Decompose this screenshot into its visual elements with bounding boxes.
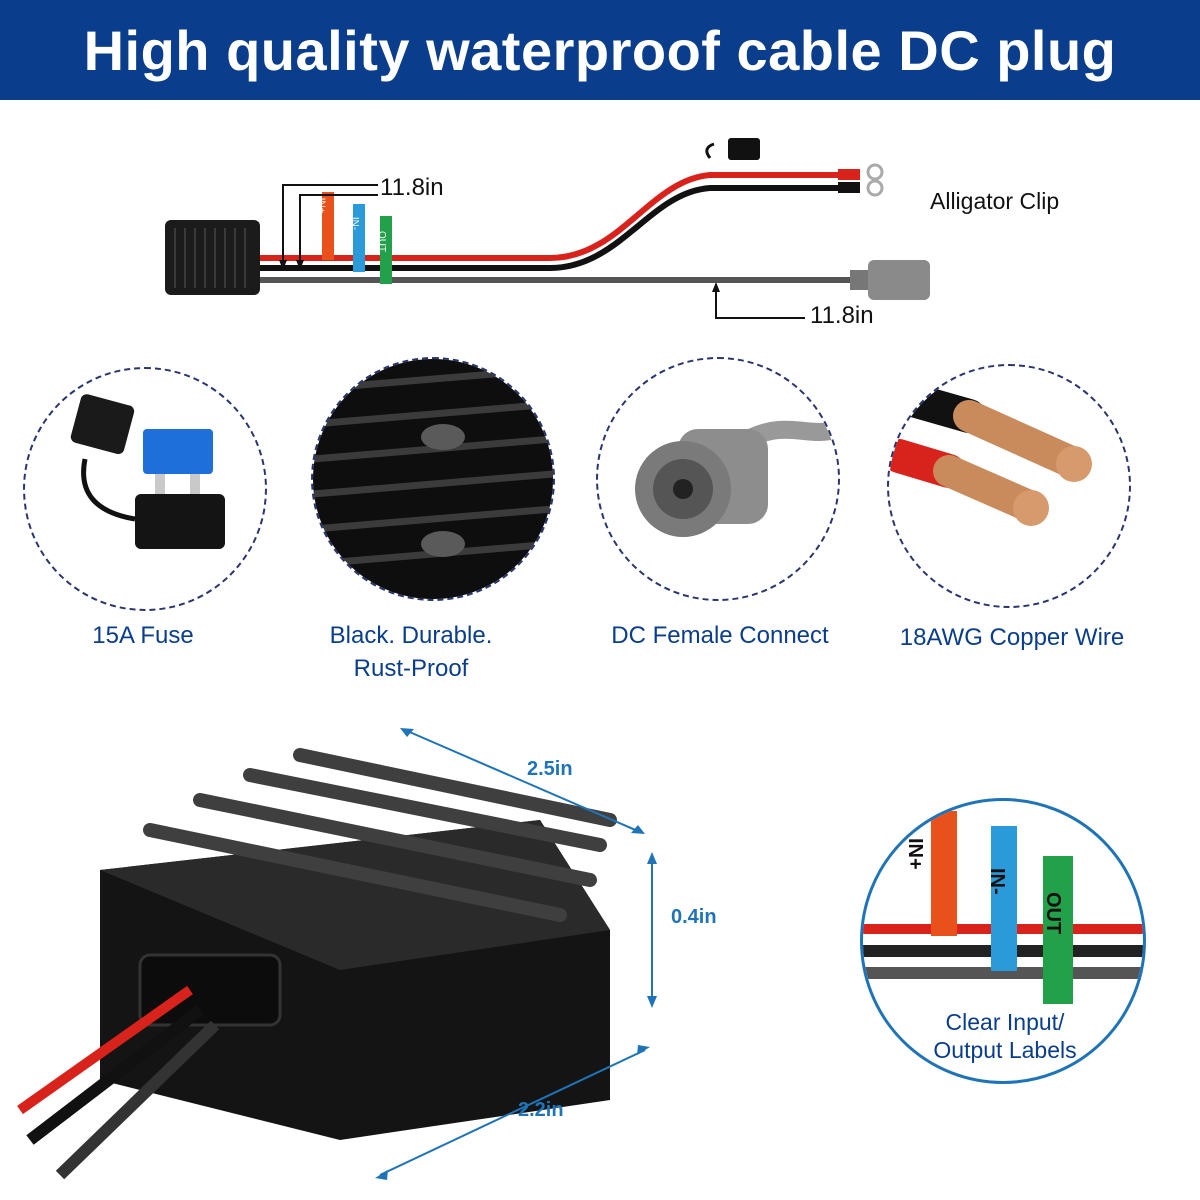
copper-wire-circle — [887, 364, 1131, 608]
labels-inset-caption: Clear Input/ Output Labels — [900, 1008, 1110, 1064]
page-title: High quality waterproof cable DC plug — [83, 18, 1117, 82]
tag-in-minus: IN- — [349, 216, 361, 231]
cable-diagram — [165, 138, 930, 319]
caption-line: Clear Input/ — [945, 1009, 1065, 1035]
labeled-wires-icon — [863, 811, 1143, 1004]
dimension-length-label: 2.5in — [527, 758, 573, 780]
feature-label-line: DC Female Connect — [611, 622, 829, 649]
tag-in-plus: IN+ — [315, 197, 327, 214]
module-illustration — [17, 728, 657, 1180]
bottom-length-label: 11.8in — [810, 302, 874, 329]
top-length-label: 11.8in — [380, 174, 444, 201]
feature-label-fuse: 15A Fuse — [23, 619, 263, 652]
dc-connector-circle — [596, 357, 840, 601]
labels-inset-circle — [860, 798, 1146, 1084]
inset-tag-in-plus: IN+ — [904, 838, 926, 870]
feature-label-heatsink: Black. Durable. Rust-Proof — [291, 619, 531, 685]
inset-tag-out: OUT — [1042, 892, 1064, 935]
feature-label-line: Rust-Proof — [353, 655, 469, 682]
feature-label-line: Black. Durable. — [329, 622, 493, 649]
fuse-circle — [23, 367, 267, 611]
inset-tag-in-minus: IN- — [986, 868, 1008, 895]
dimension-height-label: 0.4in — [671, 906, 717, 928]
copper-wire-icon — [889, 379, 1092, 526]
heatsink-circle — [311, 357, 555, 601]
dimension-width-label: 2.2in — [518, 1099, 564, 1121]
feature-label-line: 18AWG Copper Wire — [899, 624, 1125, 651]
heatsink-icon — [313, 359, 553, 599]
dc-connector-icon — [635, 420, 838, 537]
fuse-icon — [70, 394, 225, 549]
feature-label-copper: 18AWG Copper Wire — [872, 621, 1152, 654]
tag-out: OUT — [376, 230, 388, 253]
feature-label-line: 15A Fuse — [92, 622, 194, 649]
title-banner: High quality waterproof cable DC plug — [0, 0, 1200, 100]
feature-label-dc: DC Female Connect — [580, 619, 860, 652]
caption-line: Output Labels — [933, 1037, 1077, 1063]
alligator-clip-label: Alligator Clip — [930, 188, 1060, 214]
